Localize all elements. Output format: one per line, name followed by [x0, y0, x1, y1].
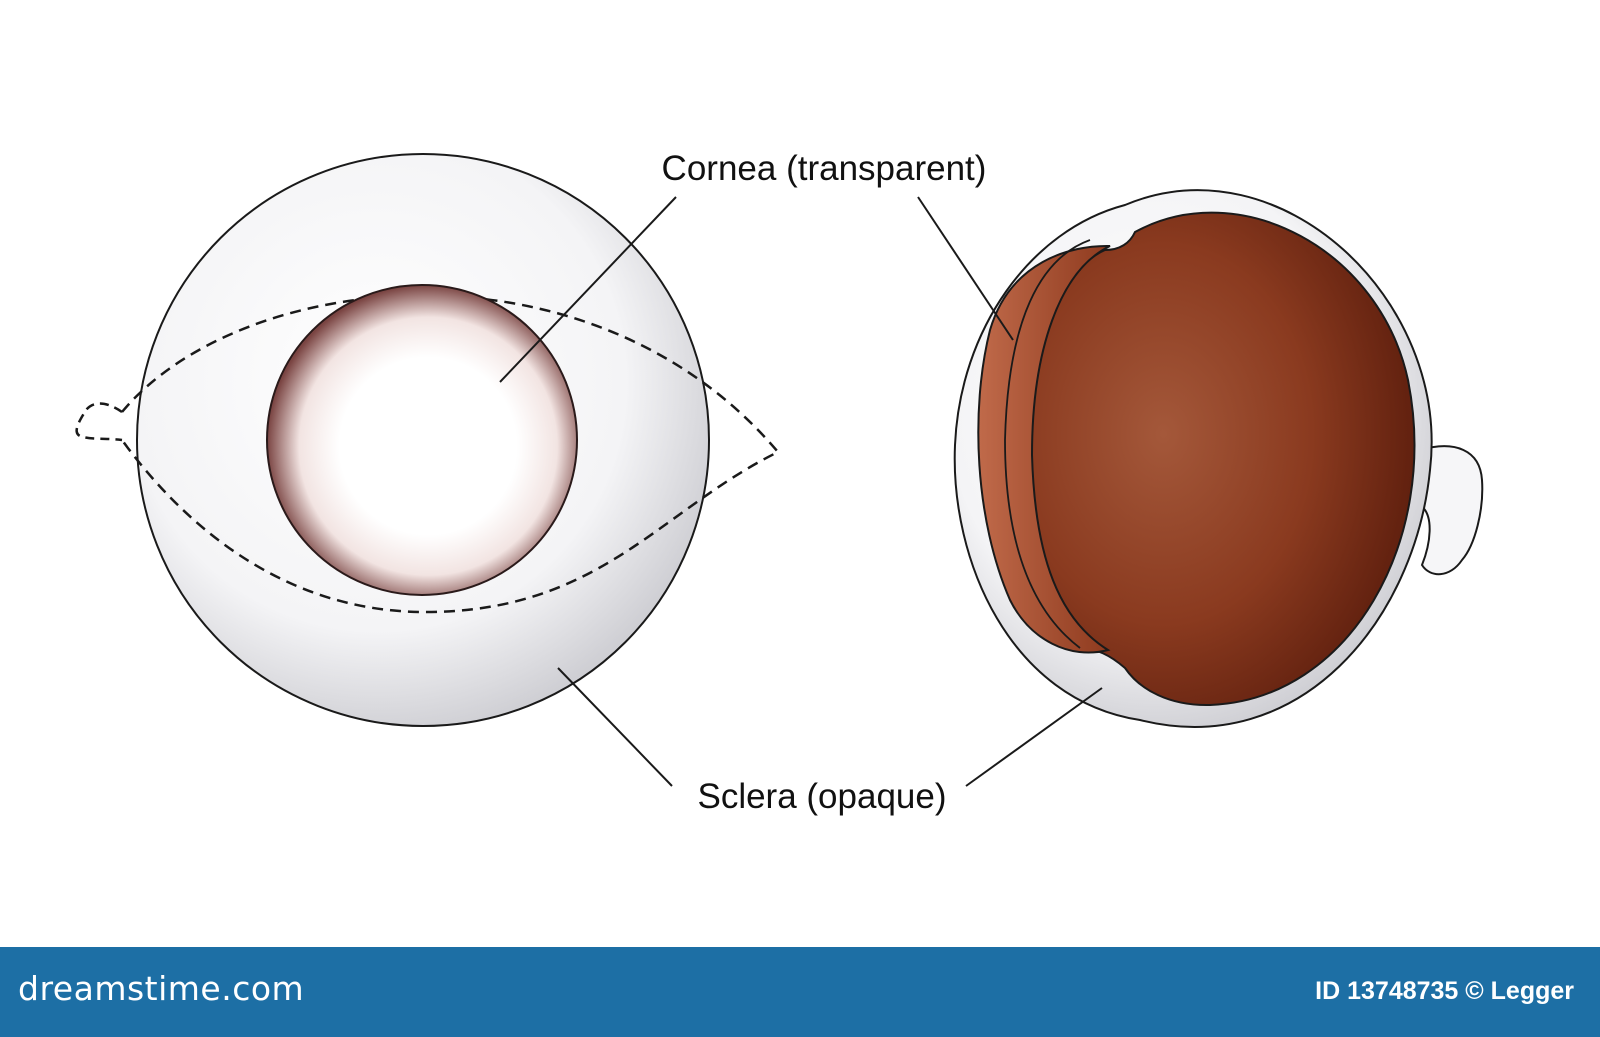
- section-cornea-inner-line: [1004, 239, 1091, 649]
- brand-logo-text: dreamstime.com: [18, 969, 305, 1008]
- section-cornea-chamber: [977, 244, 1111, 654]
- eyelid-outline: [120, 294, 780, 614]
- sclera-leader-section: [965, 687, 1103, 787]
- front-cornea: [266, 284, 578, 596]
- eye-diagram: Cornea (transparent) Sclera (opaque): [75, 149, 1484, 816]
- footer-bar: dreamstime.com ID 13748735 © Legger: [0, 947, 1600, 1037]
- cornea-label: Cornea (transparent): [662, 149, 987, 188]
- cornea-leader-front: [499, 196, 677, 383]
- optic-nerve: [1419, 445, 1484, 576]
- image-credit: ID 13748735 © Legger: [1315, 977, 1574, 1005]
- eyelid-corner: [75, 402, 123, 442]
- sclera-label: Sclera (opaque): [697, 777, 946, 816]
- section-view-eye: [953, 189, 1484, 728]
- cornea-leader-section: [917, 196, 1014, 341]
- sclera-leader-front: [557, 667, 673, 787]
- front-view-eye: [75, 153, 780, 727]
